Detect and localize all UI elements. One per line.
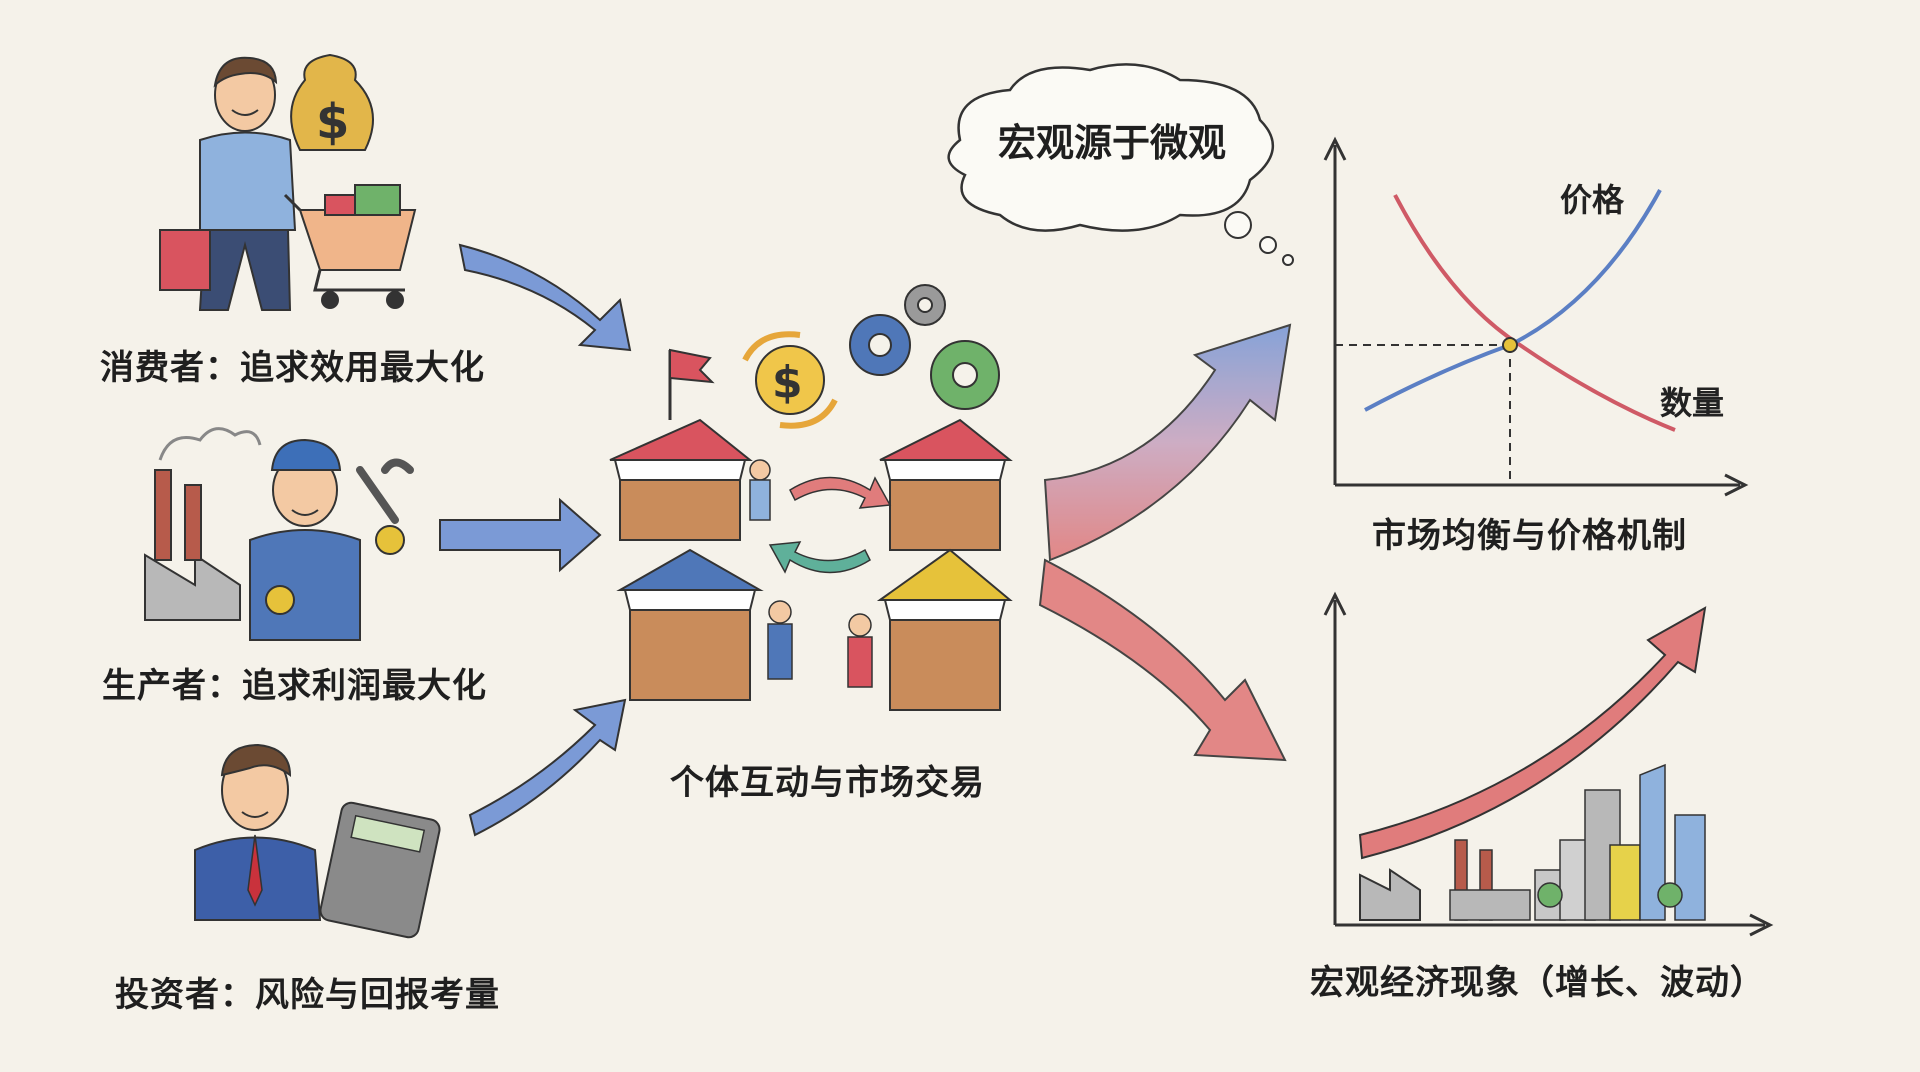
producer-figure bbox=[144, 427, 414, 641]
investor-label: 投资者：风险与回报考量 bbox=[115, 975, 500, 1015]
svg-text:$: $ bbox=[316, 94, 349, 150]
input-arrows bbox=[439, 243, 632, 837]
falling-curve-label: 数量 bbox=[1660, 384, 1725, 422]
consumer-figure: $ bbox=[159, 53, 417, 311]
equilibrium-caption: 市场均衡与价格机制 bbox=[1372, 516, 1687, 556]
svg-text:$: $ bbox=[772, 357, 803, 408]
rising-curve-label: 价格 bbox=[1560, 181, 1625, 219]
macro-chart bbox=[1323, 591, 1774, 937]
growth-arrow bbox=[1358, 606, 1707, 860]
market-label: 个体互动与市场交易 bbox=[670, 763, 985, 803]
producer-label: 生产者：追求利润最大化 bbox=[102, 666, 487, 706]
investor-figure bbox=[194, 743, 441, 939]
thought-bubble bbox=[947, 63, 1294, 266]
macro-caption: 宏观经济现象（增长、波动） bbox=[1310, 963, 1765, 1003]
falling-curve bbox=[1393, 194, 1676, 432]
equilibrium-point bbox=[1502, 337, 1518, 353]
consumer-label: 消费者：追求效用最大化 bbox=[100, 348, 485, 388]
market-scene: $ bbox=[609, 284, 1013, 711]
equilibrium-chart bbox=[1323, 136, 1749, 497]
fan-arrows bbox=[1038, 323, 1292, 762]
thought-bubble-text: 宏观源于微观 bbox=[998, 121, 1227, 165]
